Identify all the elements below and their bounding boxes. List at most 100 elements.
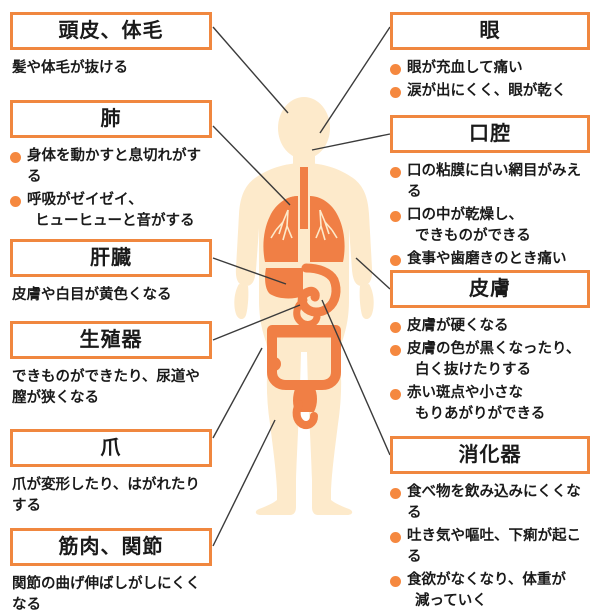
symptom-text: できものができたり、尿道や: [12, 369, 200, 385]
symptom-text-cont: 白く抜けたりする: [415, 362, 531, 379]
panel-eyes: 眼 眼が充血して痛い 涙が出にくく、眼が乾く: [390, 12, 590, 104]
connector-muscle-joint: [212, 419, 276, 547]
panel-body-genitals: できものができたり、尿道や 膣が狭くなる: [10, 367, 212, 409]
list-item: 涙が出にくく、眼が乾く: [390, 81, 590, 102]
infographic-root: 頭皮、体毛 髪や体毛が抜ける 肺 身体を動かすと息切れがする 呼吸がゼイゼイ、 …: [10, 12, 590, 613]
list-item: 呼吸がゼイゼイ、 ヒューヒューと音がする: [10, 190, 212, 232]
body-silhouette: [234, 97, 374, 515]
panel-body-lungs: 身体を動かすと息切れがする 呼吸がゼイゼイ、 ヒューヒューと音がする: [10, 146, 212, 232]
bullet-dot-icon: [390, 322, 401, 333]
symptom-text: 膣が狭くなる: [12, 390, 99, 407]
bullet-dot-icon: [390, 87, 401, 99]
list-item: 赤い斑点や小さな もりあがりができる: [390, 383, 590, 425]
bullet-dot-icon: [390, 255, 401, 267]
symptom-text-cont: ヒューヒューと音がする: [35, 213, 195, 230]
symptom-list: 口の粘膜に白い網目がみえる 口の中が乾燥し、 できものができる 食事や歯磨きのと…: [390, 161, 590, 270]
symptom-text: 髪や体毛が抜ける: [12, 60, 128, 76]
panel-title-lungs: 肺: [10, 100, 212, 138]
symptom-text-cont: 減っていく: [415, 593, 487, 610]
bullet-dot-icon: [10, 152, 21, 163]
panel-scalp-hair: 頭皮、体毛 髪や体毛が抜ける: [10, 12, 212, 79]
symptom-list: 眼が充血して痛い 涙が出にくく、眼が乾く: [390, 58, 590, 102]
symptom-text: 口の粘膜に白い網目がみえる: [407, 163, 581, 201]
symptom-text: 赤い斑点や小さな: [407, 385, 523, 402]
internal-organs: [263, 167, 345, 429]
panel-body-oral-cavity: 口の粘膜に白い網目がみえる 口の中が乾燥し、 できものができる 食事や歯磨きのと…: [390, 161, 590, 270]
list-item: 口の粘膜に白い網目がみえる: [390, 161, 590, 203]
trachea-icon: [300, 167, 308, 229]
connector-oral-cavity: [311, 133, 391, 151]
connector-digestive: [321, 299, 391, 456]
large-intestine-icon: [267, 325, 341, 390]
symptom-text: 呼吸がゼイゼイ、: [27, 192, 143, 209]
symptom-text: 食欲がなくなり、体重が: [407, 572, 566, 589]
list-item: 眼が充血して痛い: [390, 58, 590, 79]
symptom-text: 関節の曲げ伸ばしがしにくくなる: [12, 576, 201, 614]
symptom-text: 爪が変形したり、はがれたりする: [12, 477, 200, 515]
panel-title-eyes: 眼: [390, 12, 590, 50]
bullet-dot-icon: [390, 64, 401, 75]
connector-scalp-hair: [212, 26, 289, 114]
symptom-text-cont: もりあがりができる: [415, 406, 546, 423]
panel-title-liver: 肝臓: [10, 239, 212, 277]
panel-title-digestive: 消化器: [390, 436, 590, 474]
list-item: 吐き気や嘔吐、下痢が起こる: [390, 526, 590, 568]
symptom-text: 皮膚の色が黒くなったり、: [407, 341, 581, 358]
symptom-text: 皮膚や白目が黄色くなる: [12, 287, 172, 303]
panel-title-oral-cavity: 口腔: [390, 115, 590, 153]
bullet-dot-icon: [390, 389, 401, 401]
panel-nails: 爪 爪が変形したり、はがれたりする: [10, 429, 212, 517]
panel-lungs: 肺 身体を動かすと息切れがする 呼吸がゼイゼイ、 ヒューヒューと音がする: [10, 100, 212, 234]
list-item: 皮膚が硬くなる: [390, 316, 590, 337]
symptom-text: 涙が出にくく、眼が乾く: [407, 83, 567, 100]
bullet-dot-icon: [390, 488, 401, 499]
symptom-text: 食事や歯磨きのとき痛い: [407, 251, 567, 268]
panel-liver: 肝臓 皮膚や白目が黄色くなる: [10, 239, 212, 306]
symptom-text: 吐き気や嘔吐、下痢が起こる: [407, 528, 581, 566]
bullet-dot-icon: [10, 196, 21, 208]
panel-body-eyes: 眼が充血して痛い 涙が出にくく、眼が乾く: [390, 58, 590, 102]
symptom-text: 眼が充血して痛い: [407, 60, 523, 76]
panel-title-scalp-hair: 頭皮、体毛: [10, 12, 212, 50]
symptom-list: 皮膚が硬くなる 皮膚の色が黒くなったり、 白く抜けたりする 赤い斑点や小さな も…: [390, 316, 590, 425]
panel-title-skin: 皮膚: [390, 270, 590, 308]
connector-skin: [355, 257, 391, 290]
panel-body-skin: 皮膚が硬くなる 皮膚の色が黒くなったり、 白く抜けたりする 赤い斑点や小さな も…: [390, 316, 590, 425]
panel-muscle-joint: 筋肉、関節 関節の曲げ伸ばしがしにくくなる: [10, 528, 212, 616]
list-item: 食事や歯磨きのとき痛い: [390, 249, 590, 270]
connector-liver: [212, 257, 287, 285]
list-item: 食欲がなくなり、体重が 減っていく: [390, 570, 590, 612]
human-body-figure: [234, 97, 374, 515]
panel-skin: 皮膚 皮膚が硬くなる 皮膚の色が黒くなったり、 白く抜けたりする 赤い斑点や小さ…: [390, 270, 590, 427]
panel-oral-cavity: 口腔 口の粘膜に白い網目がみえる 口の中が乾燥し、 できものができる 食事や歯磨…: [390, 115, 590, 272]
panel-genitals: 生殖器 できものができたり、尿道や 膣が狭くなる: [10, 321, 212, 409]
connector-eyes: [319, 26, 391, 134]
symptom-text-cont: できものができる: [415, 228, 531, 245]
bronchi-texture: [270, 209, 338, 241]
symptom-text: 食べ物を飲み込みにくくなる: [407, 484, 581, 522]
connector-nails: [212, 347, 263, 439]
list-item: 身体を動かすと息切れがする: [10, 146, 212, 188]
symptom-text: 身体を動かすと息切れがする: [27, 148, 201, 186]
bullet-dot-icon: [390, 532, 401, 544]
bullet-dot-icon: [390, 167, 401, 178]
panel-digestive: 消化器 食べ物を飲み込みにくくなる 吐き気や嘔吐、下痢が起こる 食欲がなくなり、…: [390, 436, 590, 614]
symptom-list: 身体を動かすと息切れがする 呼吸がゼイゼイ、 ヒューヒューと音がする: [10, 146, 212, 232]
panel-title-nails: 爪: [10, 429, 212, 467]
symptom-text: 皮膚が硬くなる: [407, 318, 509, 334]
panel-title-genitals: 生殖器: [10, 321, 212, 359]
stomach-icon: [297, 263, 341, 317]
list-item: 口の中が乾燥し、 できものができる: [390, 205, 590, 247]
bullet-dot-icon: [390, 345, 401, 357]
panel-body-liver: 皮膚や白目が黄色くなる: [10, 285, 212, 306]
list-item: 皮膚の色が黒くなったり、 白く抜けたりする: [390, 339, 590, 381]
connector-lines: [212, 26, 391, 547]
bullet-dot-icon: [390, 576, 401, 588]
connector-lungs: [212, 125, 291, 206]
symptom-list: 食べ物を飲み込みにくくなる 吐き気や嘔吐、下痢が起こる 食欲がなくなり、体重が …: [390, 482, 590, 612]
panel-body-scalp-hair: 髪や体毛が抜ける: [10, 58, 212, 79]
list-item: 食べ物を飲み込みにくくなる: [390, 482, 590, 524]
symptom-text: 口の中が乾燥し、: [407, 207, 523, 224]
panel-body-digestive: 食べ物を飲み込みにくくなる 吐き気や嘔吐、下痢が起こる 食欲がなくなり、体重が …: [390, 482, 590, 612]
panel-body-muscle-joint: 関節の曲げ伸ばしがしにくくなる: [10, 574, 212, 616]
